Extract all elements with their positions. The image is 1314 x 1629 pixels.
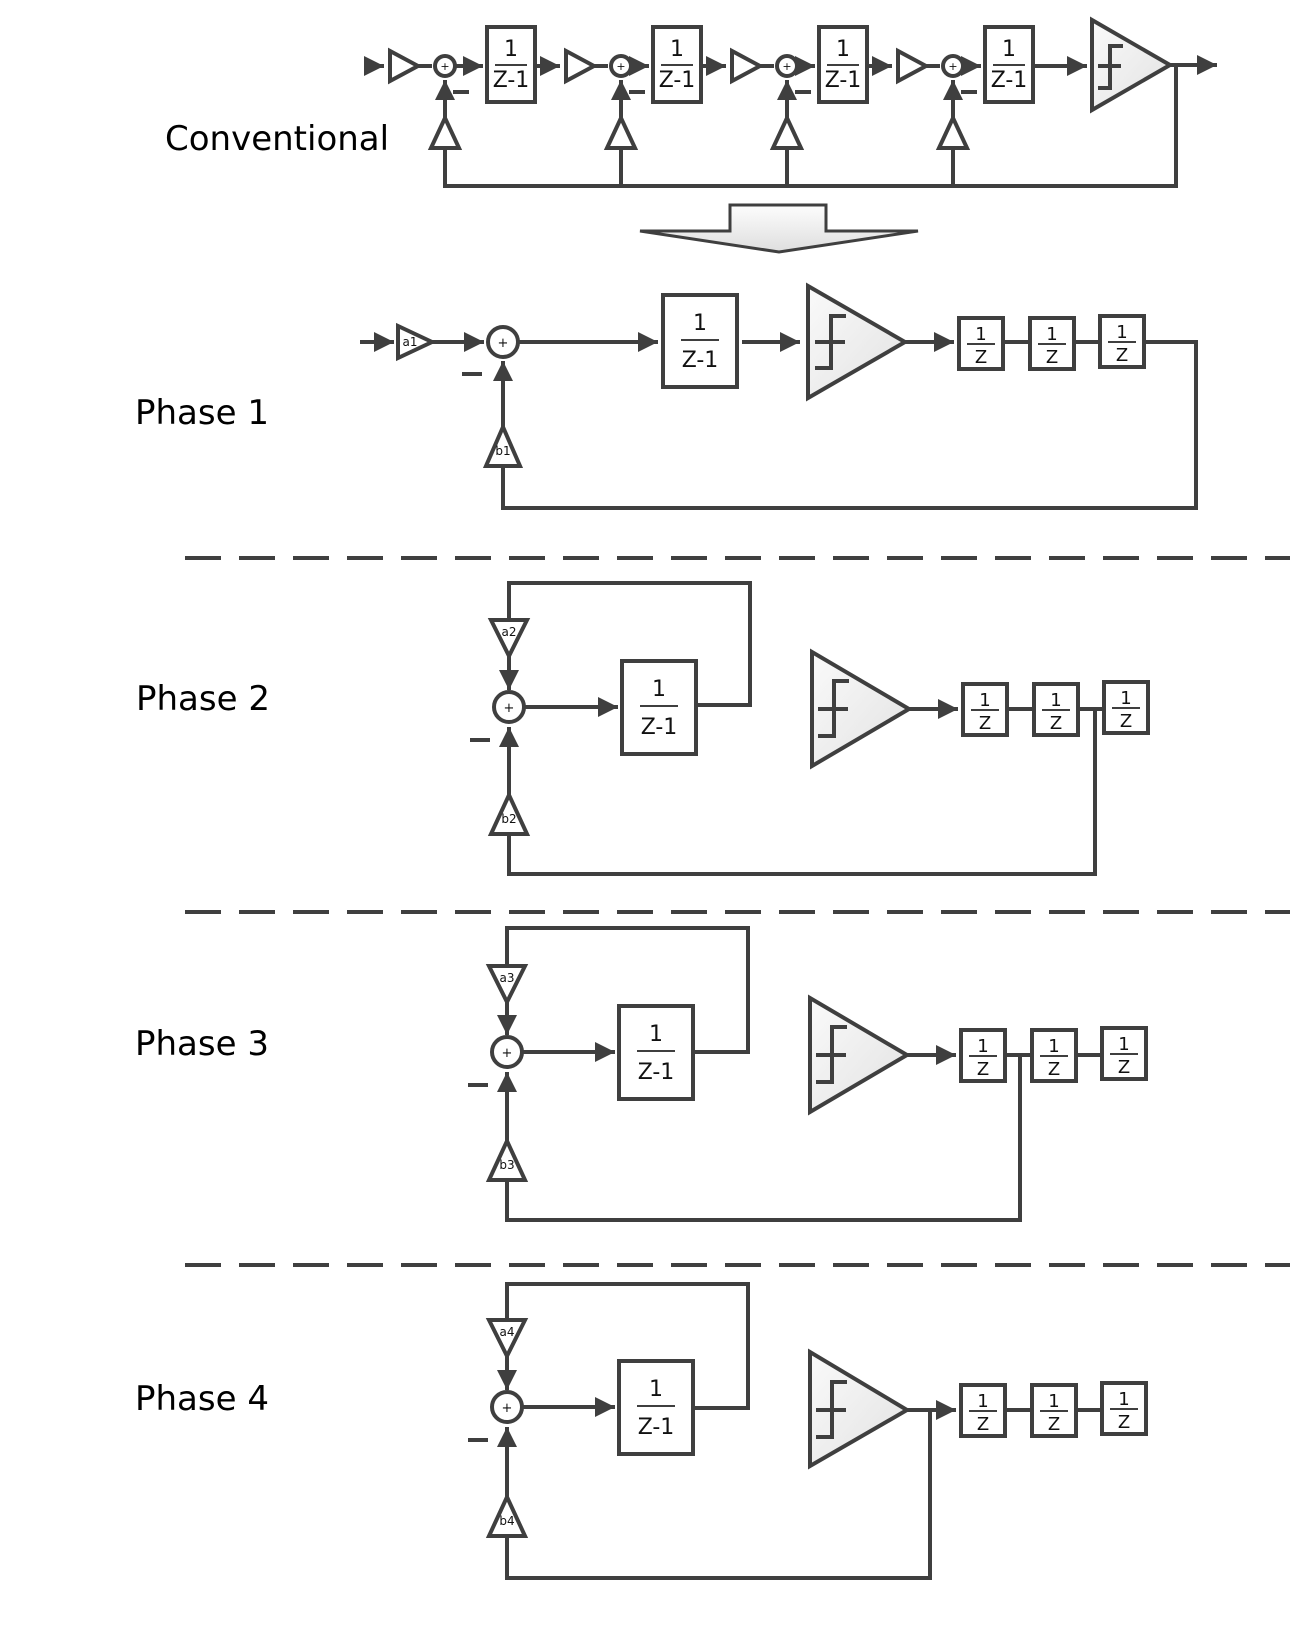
phase3-label: Phase 3 xyxy=(135,1024,269,1064)
svg-text:Z: Z xyxy=(1120,711,1132,732)
gain-b2 xyxy=(487,790,531,836)
svg-text:+: + xyxy=(504,701,515,716)
fb-gain-2 xyxy=(603,113,639,150)
fb-gain-4 xyxy=(935,113,971,150)
integrator-phase2 xyxy=(620,659,698,756)
svg-text:1: 1 xyxy=(836,37,850,62)
gain-a4 xyxy=(485,1318,529,1361)
input-gain-2 xyxy=(564,47,599,85)
svg-text:Z-1: Z-1 xyxy=(659,68,696,93)
svg-text:Z: Z xyxy=(1046,347,1058,368)
svg-text:b3: b3 xyxy=(499,1158,514,1172)
svg-text:a3: a3 xyxy=(500,971,515,985)
svg-text:1: 1 xyxy=(1120,688,1131,709)
phase1-section: Phase 1 a1 + 1 Z-1 1 Z 1 Z 1 Z b1 xyxy=(135,282,1198,510)
delay-phase4-3 xyxy=(1100,1381,1148,1436)
svg-text:Z: Z xyxy=(1048,1414,1060,1435)
gain-b3 xyxy=(485,1136,529,1182)
svg-text:a2: a2 xyxy=(502,625,517,639)
svg-text:Z-1: Z-1 xyxy=(991,68,1028,93)
input-gain-3 xyxy=(730,47,765,85)
svg-text:1: 1 xyxy=(977,1391,988,1412)
conventional-label: Conventional xyxy=(165,119,389,159)
svg-text:Z: Z xyxy=(979,713,991,734)
gain-a3 xyxy=(485,964,529,1007)
input-gain-4 xyxy=(896,47,931,85)
svg-text:+: + xyxy=(502,1401,513,1416)
gain-a2 xyxy=(487,618,531,661)
svg-text:1: 1 xyxy=(1118,1034,1129,1055)
svg-text:+: + xyxy=(502,1046,513,1061)
svg-text:b2: b2 xyxy=(501,812,516,826)
integrator-phase3 xyxy=(617,1004,695,1101)
svg-text:1: 1 xyxy=(1118,1389,1129,1410)
svg-text:1: 1 xyxy=(504,37,518,62)
svg-text:Z-1: Z-1 xyxy=(638,1415,675,1440)
svg-text:Z: Z xyxy=(977,1414,989,1435)
svg-text:1: 1 xyxy=(649,1022,663,1047)
svg-text:Z: Z xyxy=(1118,1057,1130,1078)
svg-text:1: 1 xyxy=(1048,1391,1059,1412)
svg-text:1: 1 xyxy=(670,37,684,62)
svg-text:+: + xyxy=(616,60,625,73)
svg-text:1: 1 xyxy=(1116,322,1127,343)
gain-b1 xyxy=(482,421,524,468)
gain-a1 xyxy=(396,322,437,362)
fb-gain-1 xyxy=(427,113,463,150)
svg-text:+: + xyxy=(498,336,509,351)
svg-text:Z: Z xyxy=(975,347,987,368)
svg-text:Z: Z xyxy=(1116,345,1128,366)
phase3-section: Phase 3 a3 + 1 Z-1 1 Z 1 Z 1 Z b3 xyxy=(135,926,1148,1222)
fb-gain-3 xyxy=(769,113,805,150)
svg-text:Z-1: Z-1 xyxy=(825,68,862,93)
svg-text:1: 1 xyxy=(977,1036,988,1057)
svg-text:Z: Z xyxy=(1050,713,1062,734)
phase1-label: Phase 1 xyxy=(135,393,269,433)
svg-text:b1: b1 xyxy=(495,444,510,458)
svg-text:+: + xyxy=(782,60,791,73)
input-gain-1 xyxy=(388,47,423,85)
svg-text:1: 1 xyxy=(1050,690,1061,711)
phase4-section: Phase 4 a4 + 1 Z-1 1 Z 1 Z 1 Z b4 xyxy=(135,1282,1148,1580)
svg-text:Z: Z xyxy=(1048,1059,1060,1080)
svg-text:a1: a1 xyxy=(403,335,418,349)
svg-text:Z: Z xyxy=(977,1059,989,1080)
svg-text:a4: a4 xyxy=(500,1325,515,1339)
conventional-section: Conventional + 1 Z-1 + 1 Z-1 + 1 Z-1 xyxy=(165,16,1217,188)
phase2-label: Phase 2 xyxy=(136,679,270,719)
svg-text:+: + xyxy=(948,60,957,73)
integrator-phase4 xyxy=(617,1359,695,1456)
gain-b4 xyxy=(485,1492,529,1538)
svg-text:1: 1 xyxy=(975,324,986,345)
svg-text:Z-1: Z-1 xyxy=(682,348,719,373)
svg-text:1: 1 xyxy=(693,311,707,336)
svg-text:1: 1 xyxy=(1046,324,1057,345)
svg-text:1: 1 xyxy=(649,1377,663,1402)
svg-text:1: 1 xyxy=(652,677,666,702)
svg-text:b4: b4 xyxy=(499,1514,514,1528)
svg-text:Z: Z xyxy=(1118,1412,1130,1433)
svg-text:Z-1: Z-1 xyxy=(641,715,678,740)
svg-text:1: 1 xyxy=(1002,37,1016,62)
svg-text:+: + xyxy=(440,60,449,73)
svg-text:Z-1: Z-1 xyxy=(493,68,530,93)
svg-text:1: 1 xyxy=(979,690,990,711)
phase4-label: Phase 4 xyxy=(135,1379,269,1419)
svg-text:Z-1: Z-1 xyxy=(638,1060,675,1085)
phase2-section: Phase 2 a2 + 1 Z-1 1 Z 1 Z 1 Z b2 xyxy=(136,581,1150,876)
transform-arrow xyxy=(639,203,919,254)
svg-text:1: 1 xyxy=(1048,1036,1059,1057)
